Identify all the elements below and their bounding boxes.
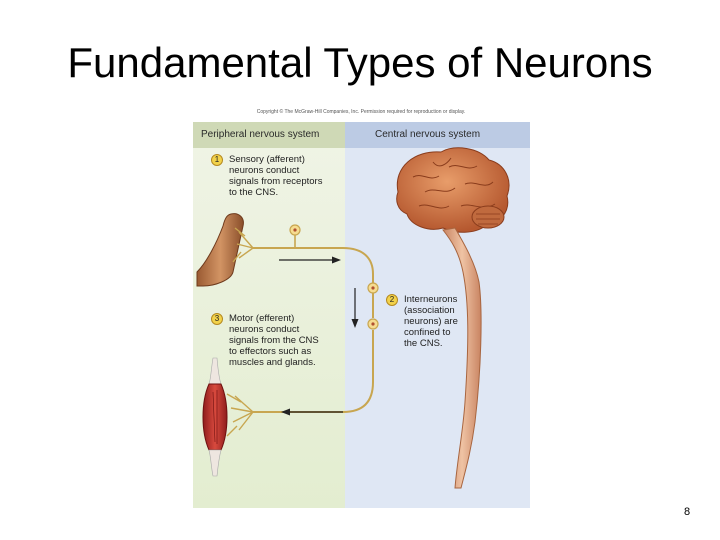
interneurons-number-badge: 2 bbox=[386, 294, 398, 306]
cns-header: Central nervous system bbox=[375, 129, 481, 140]
figure-artwork bbox=[193, 122, 530, 508]
neuron-types-figure: Peripheral nervous system Central nervou… bbox=[193, 122, 530, 508]
finger-illustration bbox=[196, 213, 244, 287]
motor-description: Motor (efferent) neurons conduct signals… bbox=[229, 313, 319, 368]
motor-neuron-endings bbox=[226, 393, 254, 437]
interneurons-description: Interneurons (association neurons) are c… bbox=[404, 294, 458, 349]
slide-title: Fundamental Types of Neurons bbox=[67, 39, 653, 86]
page-number: 8 bbox=[684, 506, 691, 518]
muscle-illustration bbox=[202, 357, 228, 477]
sensory-description: Sensory (afferent) neurons conduct signa… bbox=[229, 154, 323, 198]
cns-header-bar bbox=[345, 122, 530, 148]
pns-header: Peripheral nervous system bbox=[201, 129, 320, 140]
motor-direction-arrow bbox=[281, 408, 343, 416]
copyright-notice: Copyright © The McGraw-Hill Companies, I… bbox=[256, 109, 466, 115]
interneuron-chain bbox=[253, 300, 374, 413]
motor-number-badge: 3 bbox=[211, 313, 223, 325]
interneuron-direction-arrow bbox=[351, 288, 359, 328]
spinal-cord bbox=[442, 227, 482, 489]
sensory-direction-arrow bbox=[279, 256, 341, 264]
pns-header-bar bbox=[193, 122, 345, 148]
brain-illustration bbox=[396, 147, 510, 233]
sensory-number-badge: 1 bbox=[211, 154, 223, 166]
